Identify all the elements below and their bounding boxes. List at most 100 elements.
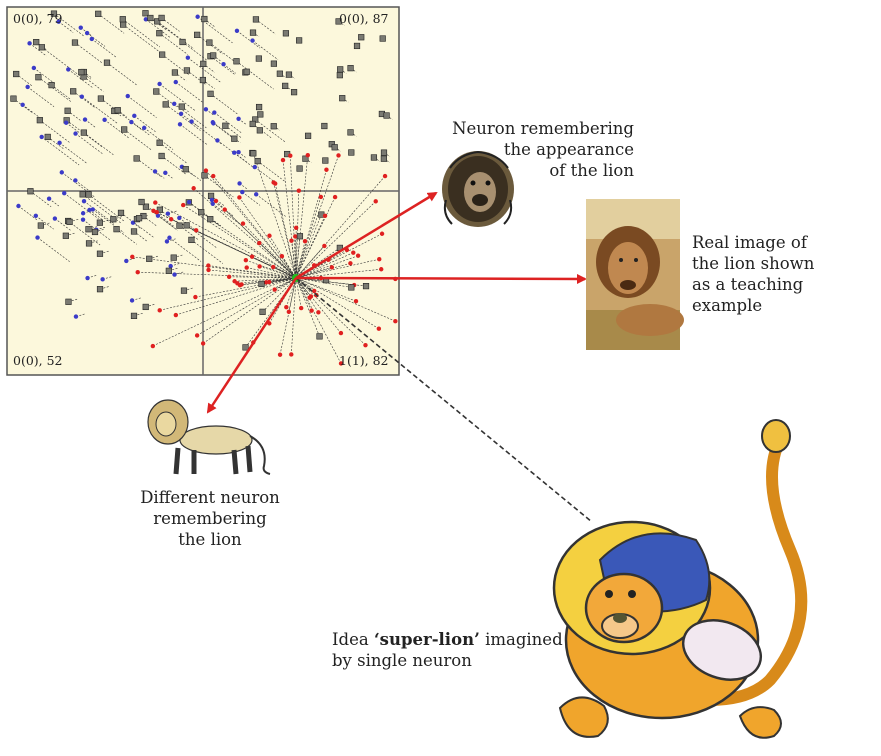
map-red-point bbox=[379, 231, 385, 236]
trajectory-line bbox=[30, 191, 52, 208]
map-blue-point bbox=[221, 61, 226, 67]
trajectory-line bbox=[18, 205, 39, 221]
trajectory-line bbox=[145, 206, 175, 229]
map-square-point bbox=[242, 344, 249, 351]
map-square-point bbox=[296, 37, 303, 44]
map-red-point bbox=[244, 265, 249, 270]
map-blue-point bbox=[56, 19, 61, 24]
map-blue-point bbox=[195, 14, 200, 19]
map-blue-point bbox=[124, 258, 129, 264]
map-red-point bbox=[296, 188, 302, 193]
map-blue-point bbox=[164, 239, 170, 244]
map-square-point bbox=[50, 10, 58, 17]
trajectory-line bbox=[295, 201, 376, 279]
map-blue-point bbox=[172, 272, 177, 277]
trajectory-line bbox=[295, 215, 326, 279]
map-red-point bbox=[308, 294, 314, 299]
map-red-point bbox=[288, 153, 293, 158]
map-blue-point bbox=[236, 149, 241, 155]
map-square-point bbox=[194, 31, 201, 38]
caption-line: the appearance bbox=[503, 140, 634, 159]
map-points bbox=[10, 10, 398, 366]
lion-photo bbox=[586, 199, 684, 350]
map-square-point bbox=[249, 29, 257, 36]
map-square-point bbox=[383, 112, 390, 119]
map-blue-point bbox=[177, 122, 183, 127]
caption-line: example bbox=[692, 296, 763, 315]
caption-line: as a teaching bbox=[692, 275, 804, 294]
map-red-point bbox=[151, 208, 156, 214]
trajectory-line bbox=[209, 42, 235, 62]
trajectory-line bbox=[86, 32, 106, 47]
trajectory-line bbox=[143, 215, 157, 226]
map-red-point bbox=[293, 234, 298, 239]
map-square-point bbox=[290, 89, 298, 96]
caption-text: imagined bbox=[479, 630, 563, 649]
map-blue-point bbox=[35, 235, 40, 240]
map-square-point bbox=[183, 222, 190, 229]
trajectory-line bbox=[191, 239, 224, 264]
trajectory-line bbox=[53, 13, 85, 37]
map-blue-point bbox=[141, 125, 147, 131]
map-square-point bbox=[85, 240, 93, 247]
trajectory-line bbox=[136, 158, 162, 178]
map-square-point bbox=[142, 10, 149, 17]
map-square-point bbox=[180, 287, 188, 294]
map-square-point bbox=[113, 226, 120, 233]
trajectory-line bbox=[100, 98, 116, 110]
map-square-point bbox=[270, 60, 277, 67]
trajectory-line bbox=[295, 277, 342, 334]
trajectory-line bbox=[289, 155, 297, 279]
super-lion-connector bbox=[295, 277, 593, 523]
corner-label-bottom-left: 0(0), 52 bbox=[13, 353, 63, 368]
lion-sketch bbox=[147, 399, 271, 475]
trajectory-line bbox=[182, 41, 208, 61]
map-red-point bbox=[279, 254, 285, 259]
map-red-point bbox=[240, 221, 246, 226]
map-square-point bbox=[130, 312, 138, 319]
map-red-point bbox=[348, 261, 353, 266]
trajectory-line bbox=[203, 63, 215, 73]
trajectory-line bbox=[179, 124, 208, 146]
map-red-point bbox=[181, 202, 186, 208]
map-blue-point bbox=[59, 170, 64, 175]
map-square-point bbox=[257, 111, 264, 118]
map-blue-point bbox=[212, 110, 217, 115]
map-red-point bbox=[191, 186, 196, 191]
map-square-point bbox=[85, 191, 92, 198]
map-square-point bbox=[243, 68, 250, 75]
map-square-point bbox=[201, 172, 208, 179]
map-red-point bbox=[338, 330, 344, 336]
map-square-point bbox=[119, 16, 126, 23]
map-square-point bbox=[183, 67, 191, 74]
trajectory-line bbox=[257, 160, 286, 183]
map-red-point bbox=[338, 361, 344, 366]
caption-text: Idea bbox=[332, 630, 374, 649]
map-square-point bbox=[27, 188, 34, 195]
map-blue-point bbox=[87, 207, 92, 213]
corner-label-top-right: 0(0), 87 bbox=[339, 11, 389, 26]
trajectory-line bbox=[191, 121, 222, 145]
trajectory-line bbox=[137, 271, 297, 279]
trajectory-line bbox=[295, 266, 332, 279]
map-blue-point bbox=[173, 79, 178, 85]
map-red-point bbox=[213, 198, 219, 204]
map-red-point bbox=[135, 269, 140, 275]
map-blue-point bbox=[209, 197, 215, 203]
map-square-point bbox=[146, 255, 153, 262]
trajectory-line bbox=[205, 170, 297, 279]
map-blue-point bbox=[189, 119, 194, 124]
caption-line: the lion bbox=[178, 530, 242, 549]
map-blue-point bbox=[73, 314, 79, 319]
map-red-point bbox=[280, 157, 286, 163]
map-blue-point bbox=[157, 81, 162, 87]
map-square-point bbox=[35, 74, 42, 81]
map-red-point bbox=[353, 298, 359, 304]
trajectory-line bbox=[145, 19, 171, 38]
map-red-point bbox=[377, 257, 382, 262]
map-blue-point bbox=[167, 235, 172, 240]
trajectory-line bbox=[104, 119, 130, 139]
map-blue-point bbox=[215, 138, 220, 143]
map-square-point bbox=[233, 58, 240, 65]
map-square-point bbox=[178, 103, 185, 110]
